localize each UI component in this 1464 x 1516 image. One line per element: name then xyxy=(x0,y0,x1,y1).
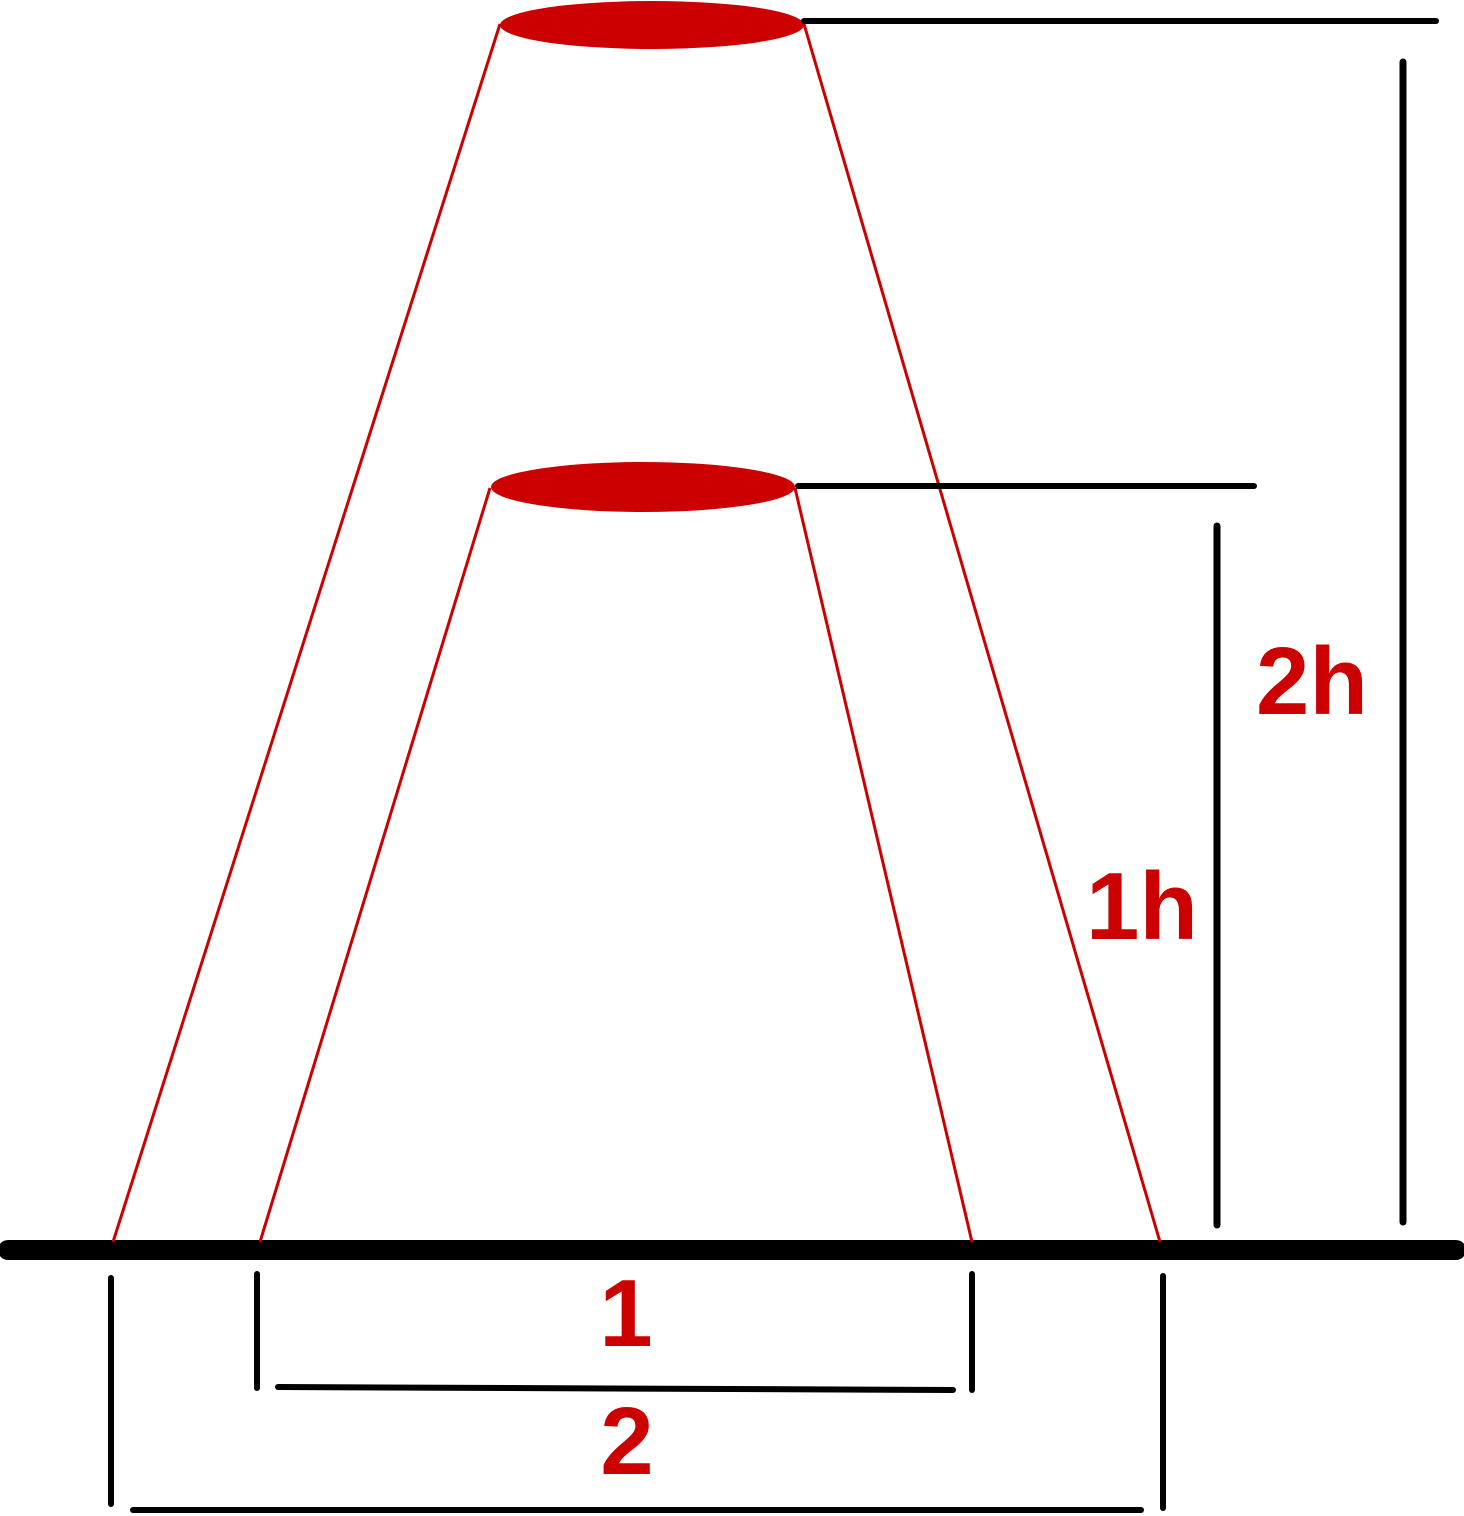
short-frustum-right-edge xyxy=(793,487,974,1243)
short-base-dimension-line xyxy=(275,1384,956,1393)
tall-base-indicator xyxy=(108,1273,1166,1513)
short-frustum-top-ellipse xyxy=(491,462,795,512)
tall-height-label: 2h xyxy=(1256,628,1368,735)
short-base-indicator xyxy=(254,1271,975,1393)
short-height-label: 1h xyxy=(1086,853,1198,960)
short-frustum xyxy=(258,462,974,1243)
tall-frustum-left-edge xyxy=(111,23,502,1243)
tall-frustum-top-ellipse xyxy=(500,1,804,49)
tall-base-label: 2 xyxy=(600,1388,653,1495)
tall-frustum xyxy=(111,1,1162,1243)
short-height-indicator xyxy=(795,483,1257,1229)
tall-height-indicator xyxy=(801,18,1439,1226)
tall-frustum-right-edge xyxy=(802,23,1162,1243)
short-base-label: 1 xyxy=(599,1260,652,1367)
short-frustum-left-edge xyxy=(258,487,492,1243)
